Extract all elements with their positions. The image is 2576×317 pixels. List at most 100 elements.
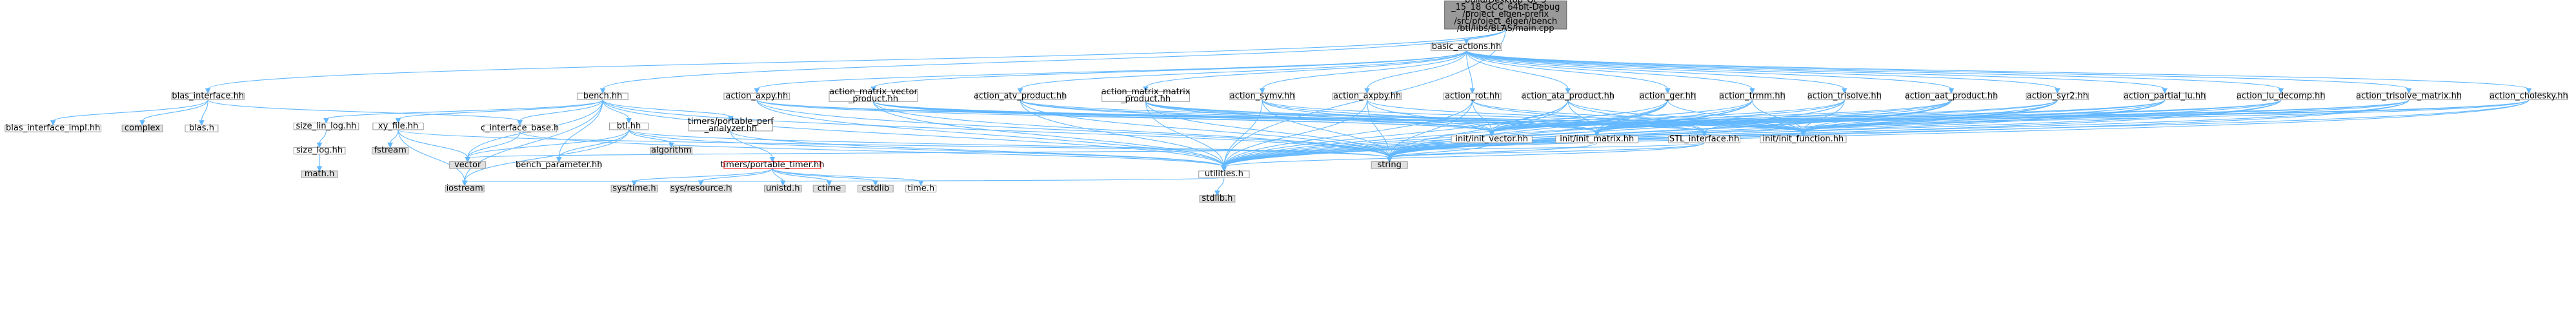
node-stdlib[interactable]: stdlib.h xyxy=(1199,194,1236,203)
node-label: _product.hh xyxy=(848,94,898,104)
edge-basic_actions-to-action_symv xyxy=(1259,50,1467,94)
node-stl-interface[interactable]: STL_interface.hh xyxy=(1668,134,1741,144)
edge-action_cholesky-to-init_matrix xyxy=(1594,99,2530,137)
edge-line xyxy=(558,99,603,158)
node-xy-file[interactable]: xy_file.hh xyxy=(372,121,424,131)
node-sys-time[interactable]: sys/time.h xyxy=(610,183,658,193)
edge-line xyxy=(1223,99,1368,167)
node-box xyxy=(857,185,894,192)
node-action-mvp[interactable]: action_matrix_vector_product.hh xyxy=(829,87,918,104)
node-bench-parameter[interactable]: bench_parameter.hh xyxy=(516,160,602,170)
node-action-trisolve-matrix[interactable]: action_trisolve_matrix.hh xyxy=(2356,91,2462,101)
node-blas-interface-impl[interactable]: blas_interface_impl.hh xyxy=(5,123,102,133)
edge-line xyxy=(397,99,603,119)
node-basic-actions[interactable]: basic_actions.hh xyxy=(1431,42,1502,52)
node-string[interactable]: string xyxy=(1371,160,1408,170)
node-portable-timer[interactable]: timers/portable_timer.hh xyxy=(720,160,824,170)
node-action-mmp[interactable]: action_matrix_matrix_product.hh xyxy=(1102,87,1191,104)
node-complex[interactable]: complex xyxy=(121,123,163,133)
node-ctime[interactable]: ctime xyxy=(812,183,846,193)
node-btl[interactable]: btl.hh xyxy=(609,121,649,131)
arrowhead-icon xyxy=(1749,88,1755,94)
edge-line xyxy=(1567,99,1705,132)
node-math-h[interactable]: math.h xyxy=(301,169,338,179)
node-init-function[interactable]: init/init_function.hh xyxy=(1760,134,1847,144)
arrowhead-icon xyxy=(2162,88,2168,94)
node-action-syr2[interactable]: action_syr2.hh xyxy=(2026,91,2089,101)
node-label: ctime xyxy=(818,183,841,193)
node-unistd[interactable]: unistd.h xyxy=(764,183,802,193)
node-init-matrix[interactable]: init/init_matrix.hh xyxy=(1555,134,1639,144)
node-perf-analyzer[interactable]: timers/portable_perf_analyzer.hh xyxy=(688,117,774,134)
node-box xyxy=(650,147,692,155)
node-size-lin-log[interactable]: size_lin_log.hh xyxy=(293,121,359,131)
edge-basic_actions-to-action_partial_lu xyxy=(1466,50,2168,94)
node-label: timers/portable_timer.hh xyxy=(720,160,824,170)
arrowhead-icon xyxy=(205,88,211,94)
node-utilities[interactable]: utilities.h xyxy=(1198,169,1250,179)
edge-line xyxy=(1389,99,1952,158)
node-action-trisolve[interactable]: action_trisolve.hh xyxy=(1807,91,1882,101)
node-box xyxy=(1807,92,1881,101)
edge-line xyxy=(1802,99,2166,133)
edge-line xyxy=(1223,99,1668,167)
node-size-log[interactable]: size_log.hh xyxy=(293,146,346,156)
node-action-ata[interactable]: action_ata_product.hh xyxy=(1521,91,1615,101)
edge-line xyxy=(628,129,672,144)
edge-root-to-bench xyxy=(599,28,1506,94)
edge-line xyxy=(1667,99,1804,132)
edge-bench-to-iostream xyxy=(461,99,603,187)
node-action-axpy[interactable]: action_axpy.hh xyxy=(723,91,790,101)
edge-line xyxy=(1389,99,1569,158)
node-action-axpby[interactable]: action_axpby.hh xyxy=(1332,91,1402,101)
node-cstdlib[interactable]: cstdlib xyxy=(857,183,894,193)
edge-line xyxy=(1262,50,1467,90)
node-algorithm[interactable]: algorithm xyxy=(650,146,692,156)
arrowhead-icon xyxy=(1386,156,1393,163)
node-fstream[interactable]: fstream xyxy=(372,146,409,156)
edge-line xyxy=(1802,99,2410,133)
arrowhead-icon xyxy=(669,142,674,148)
node-label: _product.hh xyxy=(1120,94,1171,104)
node-label: action_trisolve_matrix.hh xyxy=(2356,91,2462,101)
node-c-interface-base[interactable]: c_interface_base.h xyxy=(481,123,559,133)
arrowhead-icon xyxy=(139,120,145,126)
node-blas-h[interactable]: blas.h xyxy=(185,123,219,133)
edge-line xyxy=(1491,99,2410,133)
node-init-vector[interactable]: init/init_vector.hh xyxy=(1451,134,1533,144)
node-action-cholesky[interactable]: action_cholesky.hh xyxy=(2490,91,2568,101)
node-label: blas_interface.hh xyxy=(172,91,244,101)
edge-line xyxy=(1389,142,1493,159)
edge-line xyxy=(1389,99,1753,158)
arrowhead-icon xyxy=(599,88,606,94)
node-label: action_lu_decomp.hh xyxy=(2237,91,2326,101)
node-time-h[interactable]: time.h xyxy=(905,183,937,193)
edge-btl-to-bench_parameter xyxy=(556,129,630,163)
node-action-rot[interactable]: action_rot.hh xyxy=(1443,91,1502,101)
node-label: action_trmm.hh xyxy=(1719,91,1786,101)
node-label: size_log.hh xyxy=(296,146,343,156)
node-root[interactable]: build/Desktop_Qt_5_15_18_GCC_64bit-Debug… xyxy=(1444,0,1567,34)
node-iostream[interactable]: iostream xyxy=(445,183,485,193)
edge-basic_actions-to-action_syr2 xyxy=(1466,50,2060,94)
node-action-aat[interactable]: action_aat_product.hh xyxy=(1905,91,1998,101)
node-label: action_axpy.hh xyxy=(725,91,788,101)
edge-line xyxy=(1491,99,2058,133)
node-action-ger[interactable]: action_ger.hh xyxy=(1640,91,1696,101)
node-box xyxy=(372,122,424,130)
node-vector[interactable]: vector xyxy=(449,160,487,170)
node-action-partial-lu[interactable]: action_partial_lu.hh xyxy=(2123,91,2206,101)
edge-stl_interface-to-vector xyxy=(465,142,1705,163)
edge-line xyxy=(1466,50,1473,90)
node-sys-resource[interactable]: sys/resource.h xyxy=(669,183,732,193)
node-bench[interactable]: bench.hh xyxy=(577,91,629,101)
arrowhead-icon xyxy=(1221,166,1227,172)
node-label: cstdlib xyxy=(861,183,889,193)
node-action-trmm[interactable]: action_trmm.hh xyxy=(1719,91,1786,101)
node-action-lu-decomp[interactable]: action_lu_decomp.hh xyxy=(2237,91,2326,101)
node-action-atv[interactable]: action_atv_product.hh xyxy=(974,91,1067,101)
node-action-symv[interactable]: action_symv.hh xyxy=(1229,91,1295,101)
edge-action_trmm-to-string xyxy=(1386,99,1753,163)
node-blas-interface[interactable]: blas_interface.hh xyxy=(171,91,245,101)
